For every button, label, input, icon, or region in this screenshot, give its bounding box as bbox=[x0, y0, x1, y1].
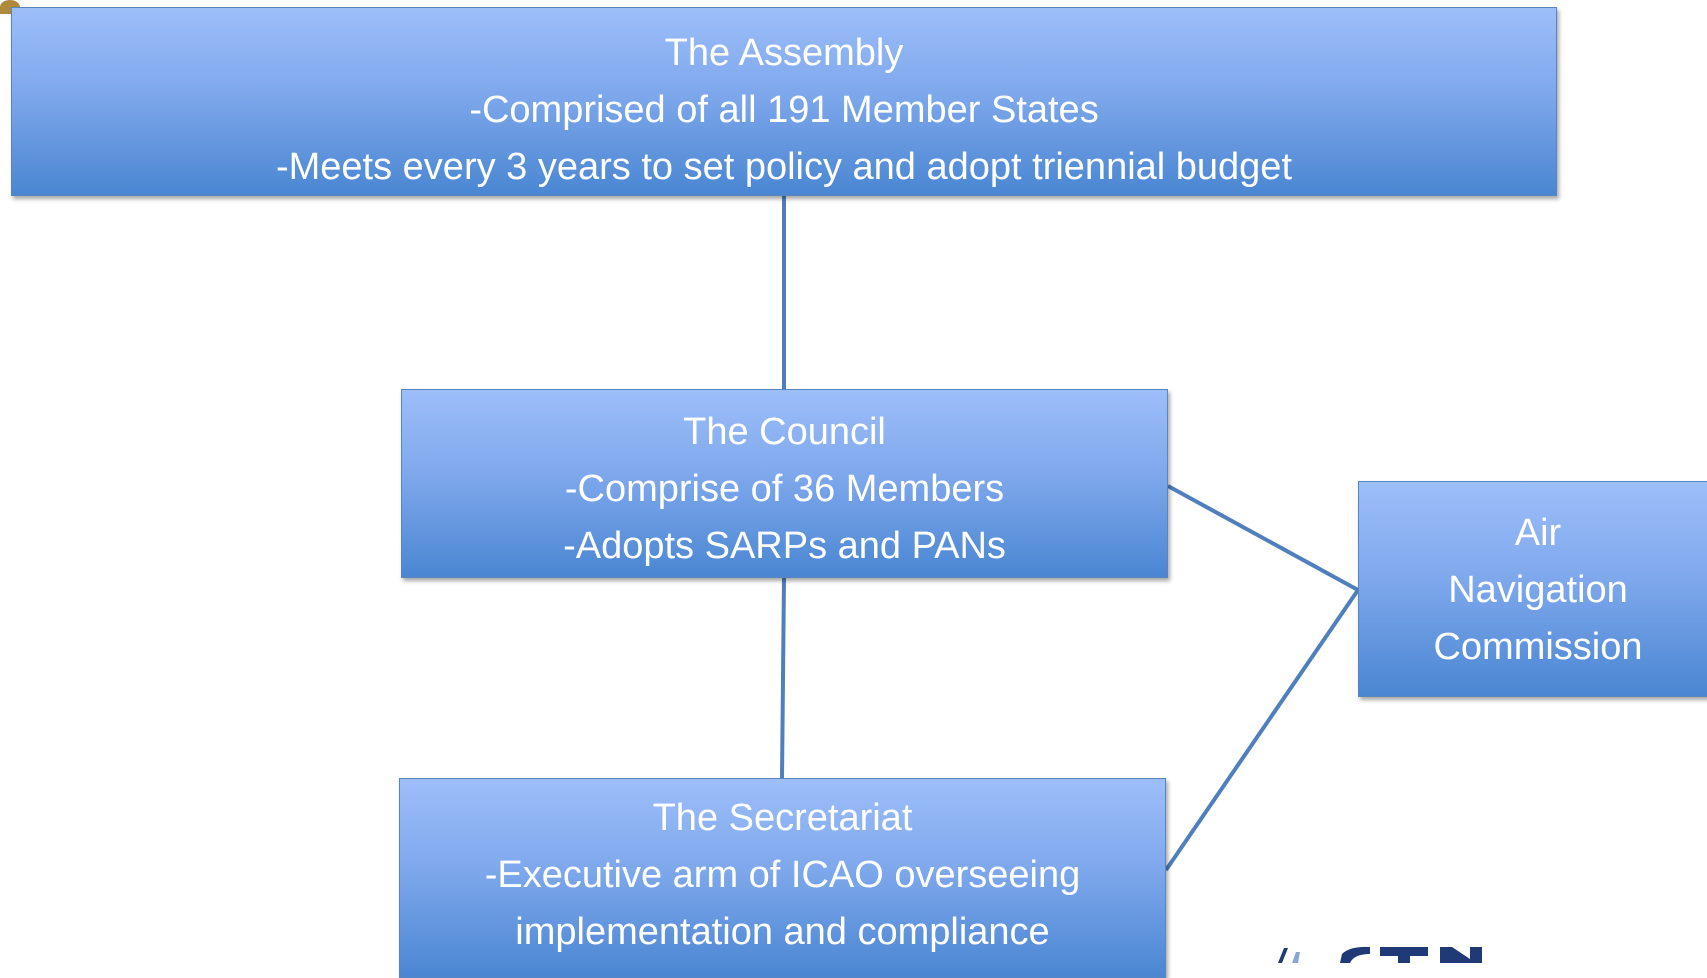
anc-line-3: Commission bbox=[1433, 626, 1643, 668]
council-title: The Council bbox=[683, 411, 886, 453]
council-box: The Council -Comprise of 36 Members -Ado… bbox=[401, 389, 1168, 578]
assembly-line-1: -Comprised of all 191 Member States bbox=[469, 89, 1099, 131]
assembly-line-2: -Meets every 3 years to set policy and a… bbox=[275, 146, 1293, 188]
partial-logo-right bbox=[1278, 946, 1482, 963]
air-navigation-commission-box: Air Navigation Commission bbox=[1358, 481, 1707, 697]
anc-line-1: Air bbox=[1514, 512, 1562, 554]
connector-council-commission bbox=[1167, 484, 1359, 592]
connector-secretariat-commission bbox=[1164, 588, 1360, 872]
secretariat-box: The Secretariat -Executive arm of ICAO o… bbox=[399, 778, 1166, 978]
council-line-1: -Comprise of 36 Members bbox=[564, 468, 1005, 510]
secretariat-title: The Secretariat bbox=[652, 797, 913, 839]
connector-council-secretariat bbox=[780, 577, 786, 779]
secretariat-line-1: -Executive arm of ICAO overseeing bbox=[484, 854, 1081, 896]
council-line-2: -Adopts SARPs and PANs bbox=[563, 525, 1006, 567]
assembly-box: The Assembly -Comprised of all 191 Membe… bbox=[11, 7, 1557, 196]
secretariat-line-2: implementation and compliance bbox=[515, 911, 1050, 953]
anc-line-2: Navigation bbox=[1448, 569, 1628, 611]
assembly-title: The Assembly bbox=[664, 32, 904, 74]
